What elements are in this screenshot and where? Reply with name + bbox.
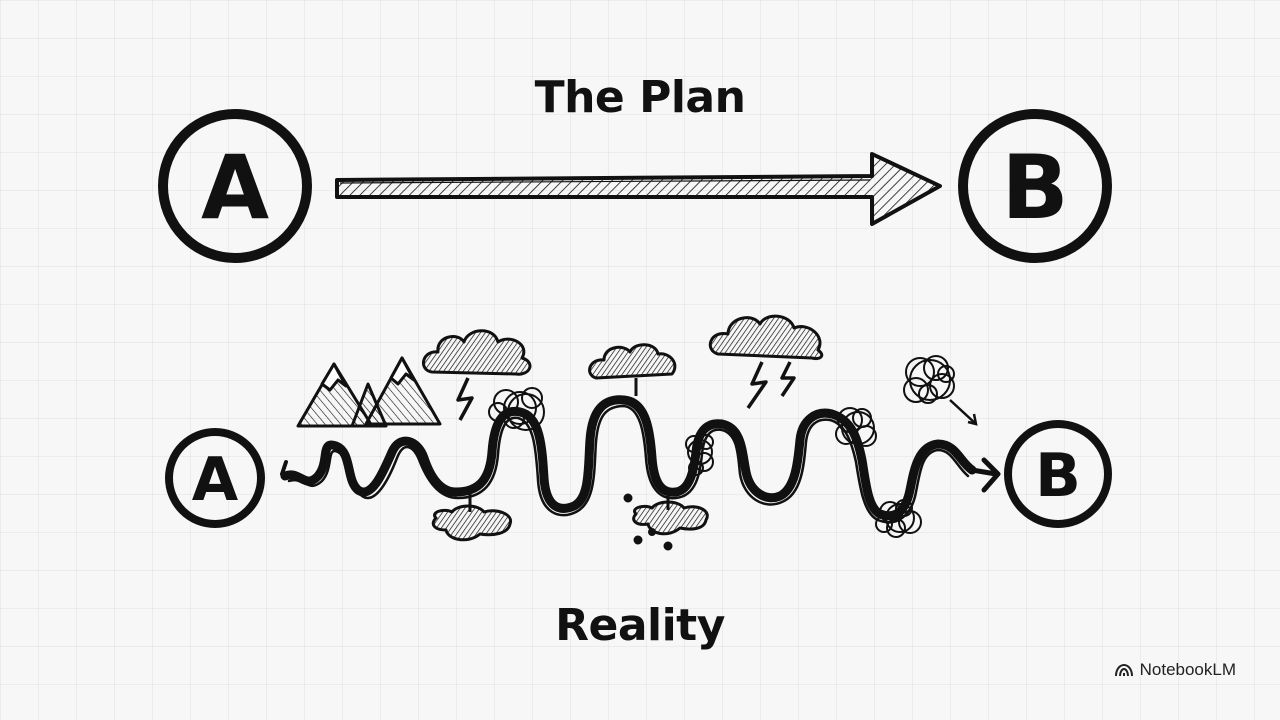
cloud-icon-4	[431, 494, 513, 542]
tangle-scribble-2	[685, 434, 714, 476]
tangle-scribble-1	[488, 387, 545, 431]
brand-watermark: NotebookLM	[1114, 660, 1236, 680]
cloud-icon-5	[623, 493, 709, 551]
mountains-icon	[296, 356, 442, 428]
tangle-scribble-3	[835, 407, 877, 447]
storm-cloud-icon-3	[708, 314, 824, 409]
reality-start-label: A	[192, 445, 239, 515]
reality-start-node: A	[165, 428, 265, 528]
tangle-scribble-4	[875, 499, 922, 538]
plan-title: The Plan	[534, 72, 746, 123]
brand-name: NotebookLM	[1139, 660, 1236, 679]
plan-end-label: B	[1001, 136, 1068, 239]
cloud-icon-2	[588, 343, 677, 396]
winding-path	[280, 395, 1001, 524]
plan-start-node: A	[158, 109, 312, 263]
reality-end-node: B	[1004, 420, 1112, 528]
plan-end-node: B	[958, 109, 1112, 263]
plan-start-label: A	[201, 136, 269, 239]
notebooklm-logo-icon	[1114, 663, 1133, 677]
reality-title: Reality	[555, 600, 725, 651]
plan-arrow	[335, 152, 942, 226]
reality-end-label: B	[1035, 441, 1081, 511]
tangle-scribble-5	[903, 355, 978, 426]
storm-cloud-icon-1	[422, 329, 532, 421]
